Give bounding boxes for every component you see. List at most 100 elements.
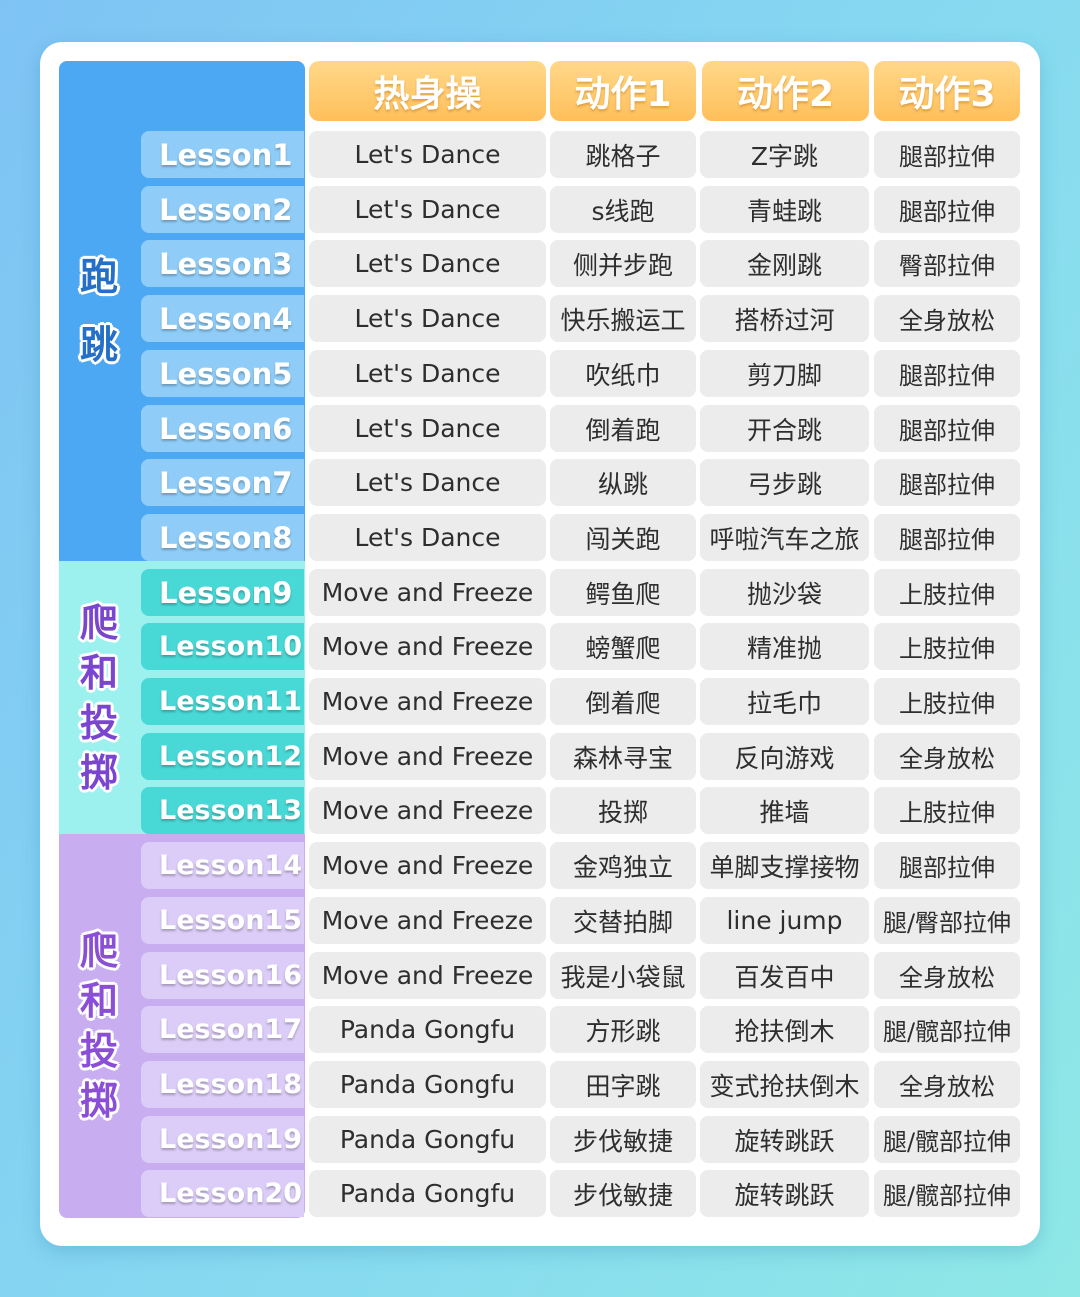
- cell-action-2: 单脚支撑接物: [700, 842, 869, 889]
- cell-action-3: 腿部拉伸: [874, 459, 1020, 506]
- cell-action-2: 反向游戏: [700, 733, 869, 780]
- cell-action-2: 推墙: [700, 787, 869, 834]
- group-label-char: 爬: [79, 929, 118, 973]
- cell-action-2: 剪刀脚: [700, 350, 869, 397]
- cell-action-1: s线跑: [550, 186, 696, 233]
- cell-action-3: 腿/髋部拉伸: [874, 1006, 1020, 1053]
- lesson-label: Lesson6: [141, 405, 304, 452]
- lesson-label: Lesson2: [141, 186, 304, 233]
- cell-action-3: 全身放松: [874, 733, 1020, 780]
- cell-warmup: Let's Dance: [309, 295, 546, 342]
- lesson-label: Lesson3: [141, 240, 304, 287]
- lesson-label: Lesson11: [141, 678, 304, 725]
- cell-action-3: 全身放松: [874, 1061, 1020, 1108]
- group-label-crawl-throw-1: 爬 和 投 掷: [59, 561, 139, 834]
- cell-warmup: Move and Freeze: [309, 842, 546, 889]
- cell-action-1: 方形跳: [550, 1006, 696, 1053]
- cell-action-1: 金鸡独立: [550, 842, 696, 889]
- lesson-label: Lesson12: [141, 733, 304, 780]
- cell-warmup: Move and Freeze: [309, 897, 546, 944]
- cell-action-3: 腿/髋部拉伸: [874, 1116, 1020, 1163]
- cell-action-2: 抛沙袋: [700, 569, 869, 616]
- cell-action-3: 腿部拉伸: [874, 842, 1020, 889]
- cell-action-3: 全身放松: [874, 295, 1020, 342]
- cell-action-2: 金刚跳: [700, 240, 869, 287]
- lesson-label: Lesson5: [141, 350, 304, 397]
- lesson-label: Lesson17: [141, 1006, 304, 1053]
- cell-warmup: Let's Dance: [309, 186, 546, 233]
- cell-action-1: 我是小袋鼠: [550, 952, 696, 999]
- cell-action-1: 螃蟹爬: [550, 623, 696, 670]
- cell-warmup: Let's Dance: [309, 240, 546, 287]
- cell-action-3: 上肢拉伸: [874, 678, 1020, 725]
- cell-action-2: 青蛙跳: [700, 186, 869, 233]
- cell-action-3: 腿部拉伸: [874, 131, 1020, 178]
- cell-action-3: 腿部拉伸: [874, 186, 1020, 233]
- cell-warmup: Panda Gongfu: [309, 1061, 546, 1108]
- cell-action-3: 腿部拉伸: [874, 514, 1020, 561]
- lesson-label: Lesson20: [141, 1170, 304, 1217]
- cell-warmup: Move and Freeze: [309, 733, 546, 780]
- group-label-char: 爬: [79, 600, 118, 645]
- cell-action-1: 倒着爬: [550, 678, 696, 725]
- cell-action-2: Z字跳: [700, 131, 869, 178]
- lesson-label: Lesson15: [141, 897, 304, 944]
- group-label-char: 跑: [79, 255, 118, 299]
- cell-action-2: 旋转跳跃: [700, 1170, 869, 1217]
- lesson-label: Lesson18: [141, 1061, 304, 1108]
- cell-action-2: 拉毛巾: [700, 678, 869, 725]
- cell-action-2: 开合跳: [700, 405, 869, 452]
- cell-warmup: Move and Freeze: [309, 952, 546, 999]
- header-action-2: 动作2: [702, 61, 869, 121]
- cell-action-3: 臀部拉伸: [874, 240, 1020, 287]
- cell-action-1: 投掷: [550, 787, 696, 834]
- group-label-char: 投: [79, 700, 118, 745]
- cell-action-1: 闯关跑: [550, 514, 696, 561]
- lesson-label: Lesson7: [141, 459, 304, 506]
- cell-action-1: 步伐敏捷: [550, 1116, 696, 1163]
- cell-action-3: 上肢拉伸: [874, 569, 1020, 616]
- lesson-label: Lesson9: [141, 569, 304, 616]
- lesson-label: Lesson13: [141, 787, 304, 834]
- cell-action-1: 纵跳: [550, 459, 696, 506]
- cell-warmup: Panda Gongfu: [309, 1006, 546, 1053]
- cell-action-1: 跳格子: [550, 131, 696, 178]
- lesson-label: Lesson16: [141, 952, 304, 999]
- cell-action-1: 快乐搬运工: [550, 295, 696, 342]
- cell-action-1: 田字跳: [550, 1061, 696, 1108]
- cell-action-3: 上肢拉伸: [874, 623, 1020, 670]
- cell-action-3: 上肢拉伸: [874, 787, 1020, 834]
- cell-action-3: 腿/臀部拉伸: [874, 897, 1020, 944]
- cell-action-2: 精准抛: [700, 623, 869, 670]
- lesson-label: Lesson4: [141, 295, 304, 342]
- cell-warmup: Move and Freeze: [309, 787, 546, 834]
- lesson-label: Lesson10: [141, 623, 304, 670]
- header-action-1: 动作1: [550, 61, 696, 121]
- lesson-label: Lesson19: [141, 1116, 304, 1163]
- cell-warmup: Panda Gongfu: [309, 1116, 546, 1163]
- cell-action-1: 森林寻宝: [550, 733, 696, 780]
- cell-warmup: Let's Dance: [309, 405, 546, 452]
- cell-warmup: Move and Freeze: [309, 569, 546, 616]
- cell-action-1: 交替拍脚: [550, 897, 696, 944]
- cell-action-1: 步伐敏捷: [550, 1170, 696, 1217]
- header-warmup: 热身操: [309, 61, 546, 121]
- cell-warmup: Let's Dance: [309, 514, 546, 561]
- cell-action-1: 鳄鱼爬: [550, 569, 696, 616]
- cell-action-3: 腿部拉伸: [874, 350, 1020, 397]
- lesson-label: Lesson1: [141, 131, 304, 178]
- cell-action-2: 呼啦汽车之旅: [700, 514, 869, 561]
- lesson-label: Lesson8: [141, 514, 304, 561]
- header-action-3: 动作3: [874, 61, 1020, 121]
- cell-action-3: 腿部拉伸: [874, 405, 1020, 452]
- cell-warmup: Let's Dance: [309, 459, 546, 506]
- cell-warmup: Move and Freeze: [309, 678, 546, 725]
- cell-action-2: 旋转跳跃: [700, 1116, 869, 1163]
- group-label-run-jump: 跑 跳: [59, 61, 139, 561]
- cell-warmup: Move and Freeze: [309, 623, 546, 670]
- group-label-char: 跳: [79, 323, 118, 367]
- group-label-char: 和: [79, 650, 118, 695]
- group-label-char: 掷: [79, 1079, 118, 1123]
- cell-action-2: 搭桥过河: [700, 295, 869, 342]
- group-label-crawl-throw-2: 爬 和 投 掷: [59, 834, 139, 1218]
